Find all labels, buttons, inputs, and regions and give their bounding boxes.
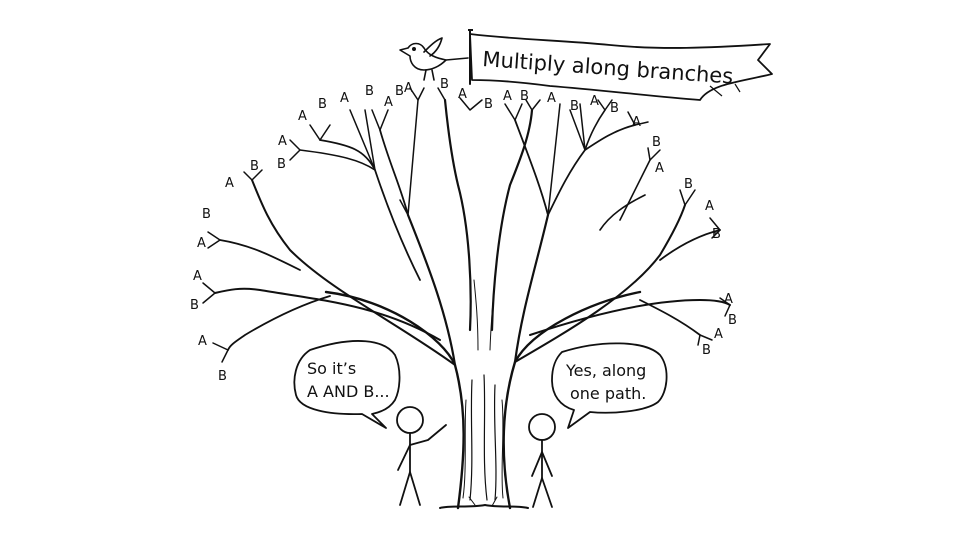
tree-left-branches	[214, 129, 456, 366]
tree-right-twigs	[459, 97, 731, 346]
leaf-label: B	[318, 97, 327, 112]
tree-right-branches	[514, 109, 731, 363]
leaf-label: B	[484, 97, 493, 112]
left-speech-bubble: So it’s A AND B...	[293, 340, 401, 429]
leaf-label: A	[298, 109, 307, 124]
stick-figure-right	[528, 413, 556, 508]
leaf-label: B	[218, 369, 227, 384]
leaf-label: B	[728, 313, 737, 328]
leaf-label: A	[714, 327, 723, 342]
leaf-label: A	[384, 95, 393, 110]
leaf-label: A	[705, 199, 714, 214]
leaf-label: B	[702, 343, 711, 358]
leaf-label: A	[340, 91, 349, 106]
leaf-label: B	[277, 157, 286, 172]
left-bubble-line1: So it’s	[307, 359, 356, 378]
leaf-label: A	[724, 292, 733, 307]
leaf-label: B	[440, 77, 449, 92]
leaf-label: B	[190, 298, 199, 313]
right-bubble-line2: one path.	[570, 384, 646, 403]
leaf-label: A	[458, 87, 467, 102]
leaf-label: B	[520, 89, 529, 104]
leaf-labels: A B A B A B A B A B A B A B A B A B A B …	[190, 77, 737, 384]
left-bubble-line2: A AND B...	[307, 382, 390, 401]
leaf-label: B	[395, 84, 404, 99]
tree-left-twigs	[202, 87, 446, 363]
leaf-label: A	[404, 81, 413, 96]
leaf-label: A	[590, 94, 599, 109]
leaf-label: B	[570, 99, 579, 114]
leaf-label: A	[632, 115, 641, 130]
leaf-label: B	[684, 177, 693, 192]
leaf-label: B	[610, 101, 619, 116]
leaf-label: B	[712, 227, 721, 242]
stick-figure-left	[396, 406, 447, 506]
leaf-label: B	[652, 135, 661, 150]
leaf-label: A	[193, 269, 202, 284]
leaf-label: A	[225, 176, 234, 191]
bird-drawing	[399, 37, 469, 81]
leaf-label: A	[655, 161, 664, 176]
leaf-label: A	[278, 134, 287, 149]
right-bubble-line1: Yes, along	[565, 361, 646, 380]
leaf-label: B	[250, 159, 259, 174]
leaf-label: A	[198, 334, 207, 349]
right-speech-bubble: Yes, along one path.	[551, 342, 668, 429]
tree-trunk	[324, 98, 642, 510]
leaf-label: A	[547, 91, 556, 106]
leaf-label: A	[503, 89, 512, 104]
leaf-label: B	[365, 84, 374, 99]
banner: Multiply along branches	[468, 29, 773, 101]
leaf-label: A	[197, 236, 206, 251]
leaf-label: B	[202, 207, 211, 222]
